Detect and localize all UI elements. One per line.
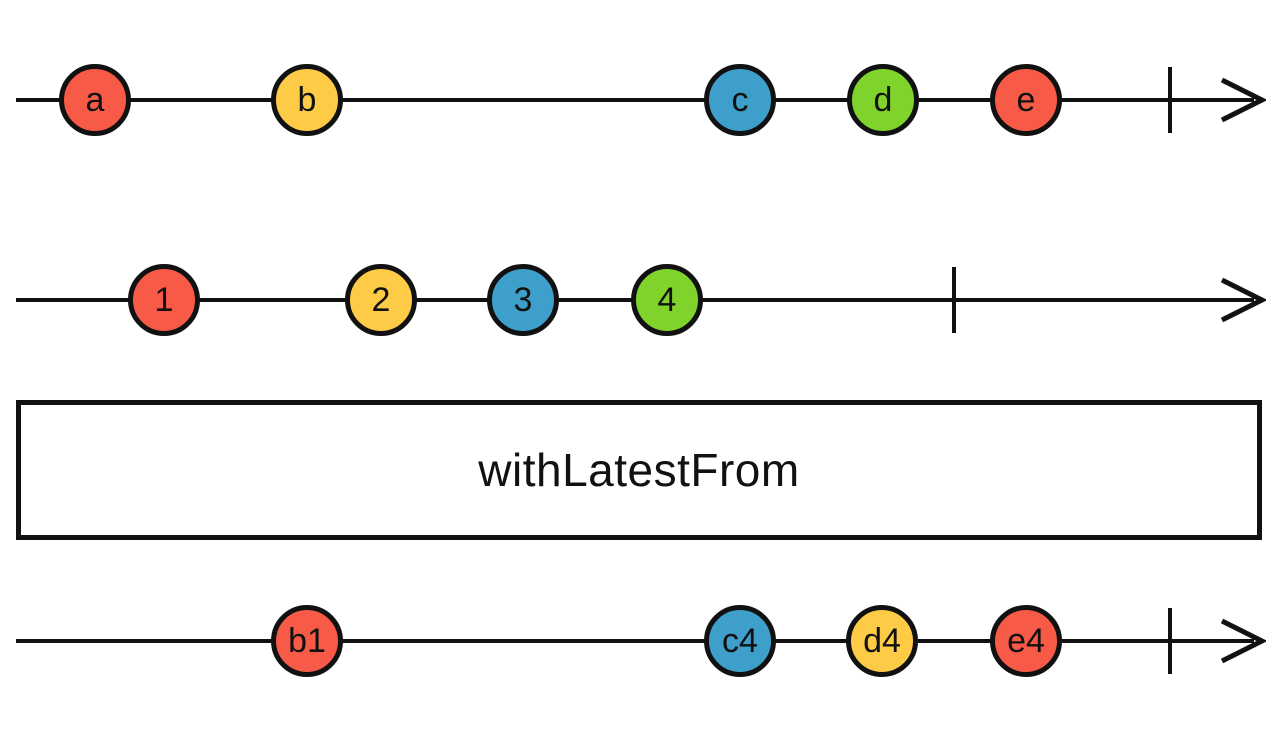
marble-label: d4 [863, 622, 901, 660]
marble-label: 2 [371, 281, 391, 319]
arrow-icon [1220, 618, 1266, 664]
complete-marker[interactable] [952, 267, 956, 333]
operator-box: withLatestFrom [16, 400, 1262, 540]
stream-output: b1 c4 d4 e4 [0, 605, 1280, 677]
marble-label: c4 [722, 622, 758, 660]
marble-3[interactable]: 3 [487, 264, 559, 336]
timeline-axis [16, 98, 1254, 102]
marble-label: c [731, 81, 749, 119]
marble-label: e [1016, 81, 1036, 119]
marble-c[interactable]: c [704, 64, 776, 136]
marble-label: b [297, 81, 317, 119]
marble-4[interactable]: 4 [631, 264, 703, 336]
marble-2[interactable]: 2 [345, 264, 417, 336]
marble-label: e4 [1007, 622, 1045, 660]
marble-e[interactable]: e [990, 64, 1062, 136]
arrow-icon [1220, 277, 1266, 323]
timeline-axis [16, 639, 1254, 643]
complete-marker [1168, 608, 1172, 674]
marble-e4: e4 [990, 605, 1062, 677]
marble-a[interactable]: a [59, 64, 131, 136]
marble-b1: b1 [271, 605, 343, 677]
complete-marker[interactable] [1168, 67, 1172, 133]
marble-c4: c4 [704, 605, 776, 677]
marble-d[interactable]: d [847, 64, 919, 136]
marble-label: a [85, 81, 105, 119]
marble-label: d [873, 81, 893, 119]
marble-label: 3 [513, 281, 533, 319]
marble-label: 1 [154, 281, 174, 319]
stream-other: 1 2 3 4 [0, 264, 1280, 336]
marble-1[interactable]: 1 [128, 264, 200, 336]
operator-label: withLatestFrom [478, 444, 800, 496]
arrow-icon [1220, 77, 1266, 123]
marble-label: b1 [288, 622, 326, 660]
marble-label: 4 [657, 281, 677, 319]
marble-d4: d4 [846, 605, 918, 677]
stream-source: a b c d e [0, 64, 1280, 136]
marble-b[interactable]: b [271, 64, 343, 136]
